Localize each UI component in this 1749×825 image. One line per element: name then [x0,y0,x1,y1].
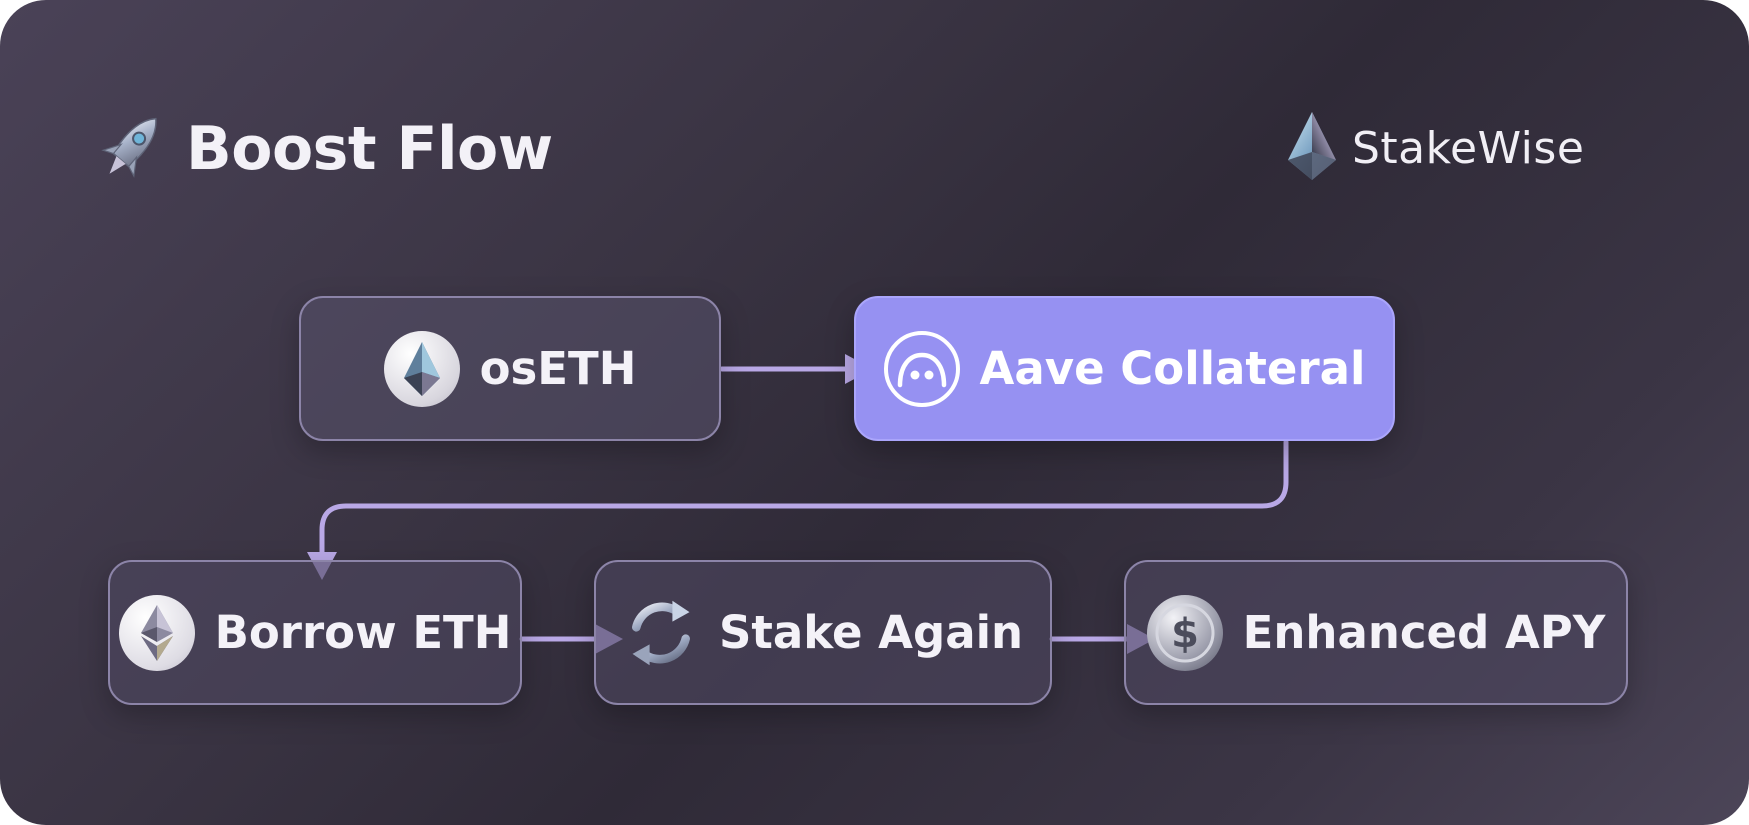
node-label-aave: Aave Collateral [979,342,1366,395]
node-label-apy: Enhanced APY [1242,606,1606,659]
node-enhanced-apy[interactable]: $ Enhanced APY [1124,560,1628,705]
brand-group: StakeWise [1284,110,1584,186]
node-stake-again[interactable]: Stake Again [594,560,1052,705]
node-label-oseth: osETH [479,342,637,395]
dollar-coin-icon: $ [1146,594,1223,671]
node-label-borrow: Borrow ETH [214,606,512,659]
title-group: Boost Flow [98,106,553,192]
brand-name: StakeWise [1352,122,1585,174]
page-title: Boost Flow [186,114,553,184]
node-borrow-eth[interactable]: Borrow ETH [108,560,522,705]
stakewise-logo [1284,110,1340,186]
node-oseth[interactable]: osETH [299,296,721,441]
aave-ghost-icon [883,330,960,407]
node-label-stake: Stake Again [718,606,1024,659]
rocket-icon [98,106,166,192]
refresh-cycle-icon [623,595,699,671]
svg-text:$: $ [1171,611,1199,657]
eth-token-icon [118,594,195,671]
edge-aave-to-borrow [319,439,1289,557]
node-aave-collateral[interactable]: Aave Collateral [854,296,1395,441]
oseth-token-icon [383,330,460,407]
